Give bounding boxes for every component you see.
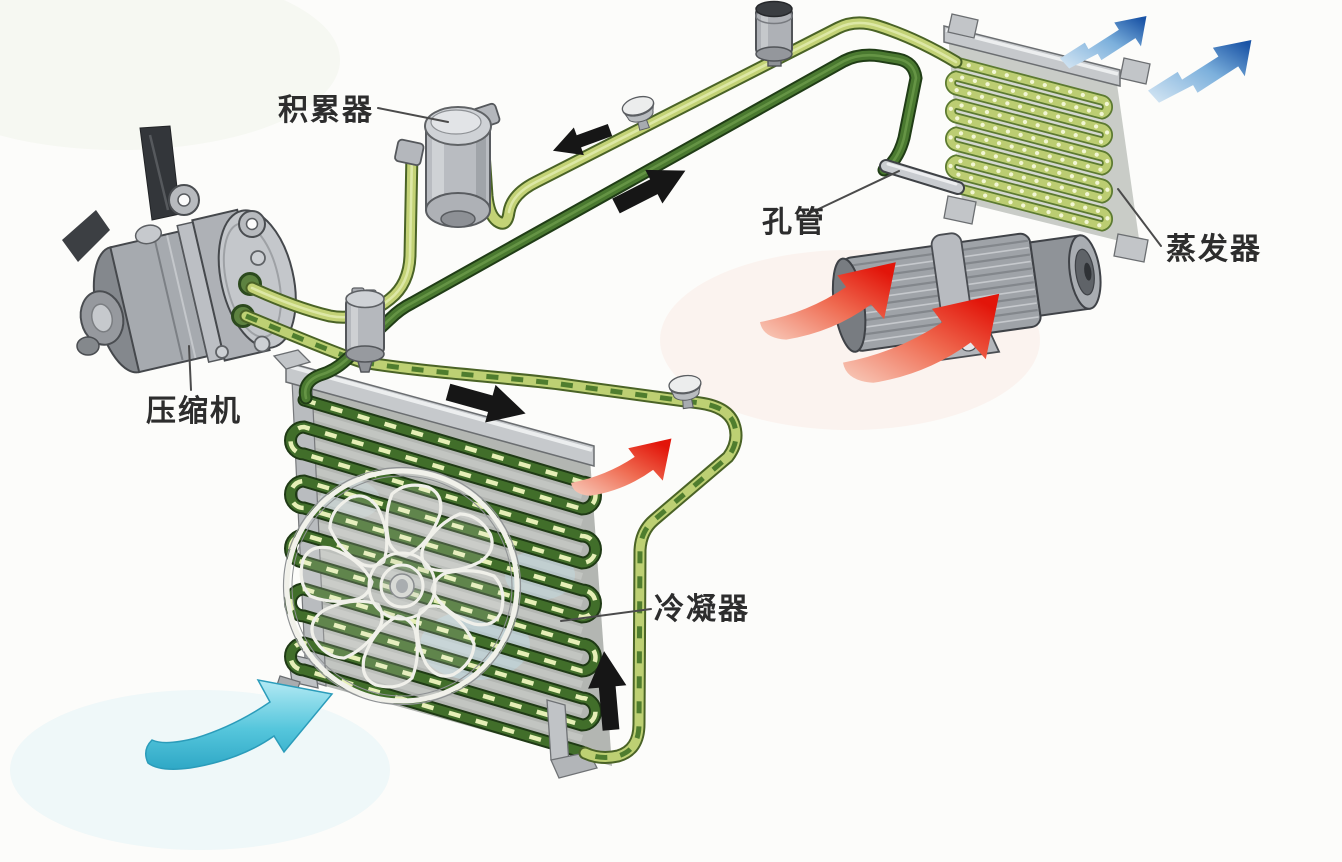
label-accumulator: 积累器 <box>278 94 374 127</box>
evaporator-bracket <box>1119 57 1151 85</box>
label-compressor: 压缩机 <box>146 395 242 428</box>
evaporator-foot <box>943 195 977 225</box>
evaporator-foot <box>1113 233 1149 263</box>
condenser-top-bracket <box>272 349 312 370</box>
compressor <box>62 125 297 374</box>
condenser-fan <box>282 466 522 706</box>
leader-line-compressor <box>188 345 192 391</box>
muffler-suction <box>755 0 793 67</box>
labels: 积累器 压缩机 孔管 蒸发器 冷凝器 <box>146 94 1262 626</box>
leader-line-orifice <box>807 170 900 215</box>
strap-highlight <box>148 134 170 211</box>
evaporator <box>943 13 1151 263</box>
orifice-tube <box>879 159 965 195</box>
compressor-bracket-arm <box>62 210 110 262</box>
label-evaporator: 蒸发器 <box>1166 233 1262 266</box>
cold-air-arrow <box>1148 40 1252 103</box>
compressor-pulley <box>79 290 125 346</box>
label-condenser: 冷凝器 <box>654 593 750 626</box>
leader-line-condenser <box>560 608 652 622</box>
evaporator-bracket <box>947 13 979 39</box>
label-orifice-tube: 孔管 <box>762 206 826 239</box>
leader-line-accumulator <box>377 107 449 123</box>
accumulator <box>394 102 501 228</box>
muffler-compressor <box>345 287 385 373</box>
evaporator-coil <box>945 56 1113 232</box>
intake-air-arrow <box>145 678 334 770</box>
leader-line-evaporator <box>1117 188 1162 247</box>
evaporator-slats <box>955 66 1103 222</box>
